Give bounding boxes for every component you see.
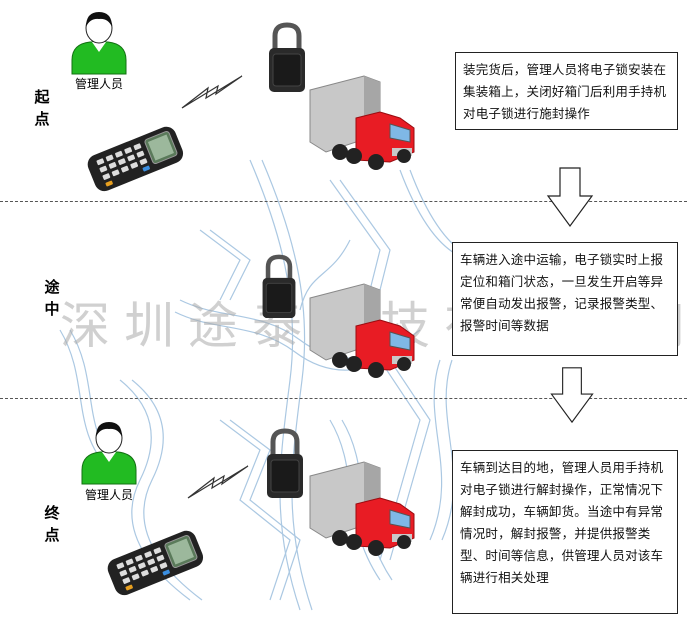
container-truck-icon — [306, 458, 418, 558]
handheld-terminal-icon — [100, 522, 210, 602]
stage-description-end: 车辆到达目的地，管理人员用手持机对电子锁进行解封操作，正常情况下解封成功，车辆卸… — [452, 450, 678, 614]
stage-label-start: 起 点 — [32, 86, 52, 130]
stage-description-start: 装完货后，管理人员将电子锁安装在集装箱上，关闭好箱门后利用手持机对电子锁进行施封… — [455, 52, 678, 130]
manager-person-icon — [68, 8, 130, 76]
electronic-lock-icon — [258, 254, 300, 320]
electronic-lock-icon — [264, 22, 310, 94]
manager-label: 管理人员 — [76, 486, 142, 503]
stage-label-enroute: 途 中 — [42, 276, 62, 320]
stage-label-end: 终 点 — [42, 502, 62, 546]
container-truck-icon — [306, 72, 418, 172]
manager-person-icon — [78, 418, 140, 486]
handheld-terminal-icon — [80, 118, 190, 198]
wireless-signal-icon — [186, 462, 252, 502]
manager-label: 管理人员 — [66, 75, 132, 92]
down-arrow-icon — [546, 166, 594, 228]
wireless-signal-icon — [180, 72, 246, 112]
down-arrow-icon — [548, 366, 596, 424]
electronic-lock-icon — [262, 428, 308, 500]
stage-description-enroute: 车辆进入途中运输，电子锁实时上报定位和箱门状态，一旦发生开启等异常便自动发出报警… — [452, 242, 678, 356]
container-truck-icon — [306, 280, 418, 380]
